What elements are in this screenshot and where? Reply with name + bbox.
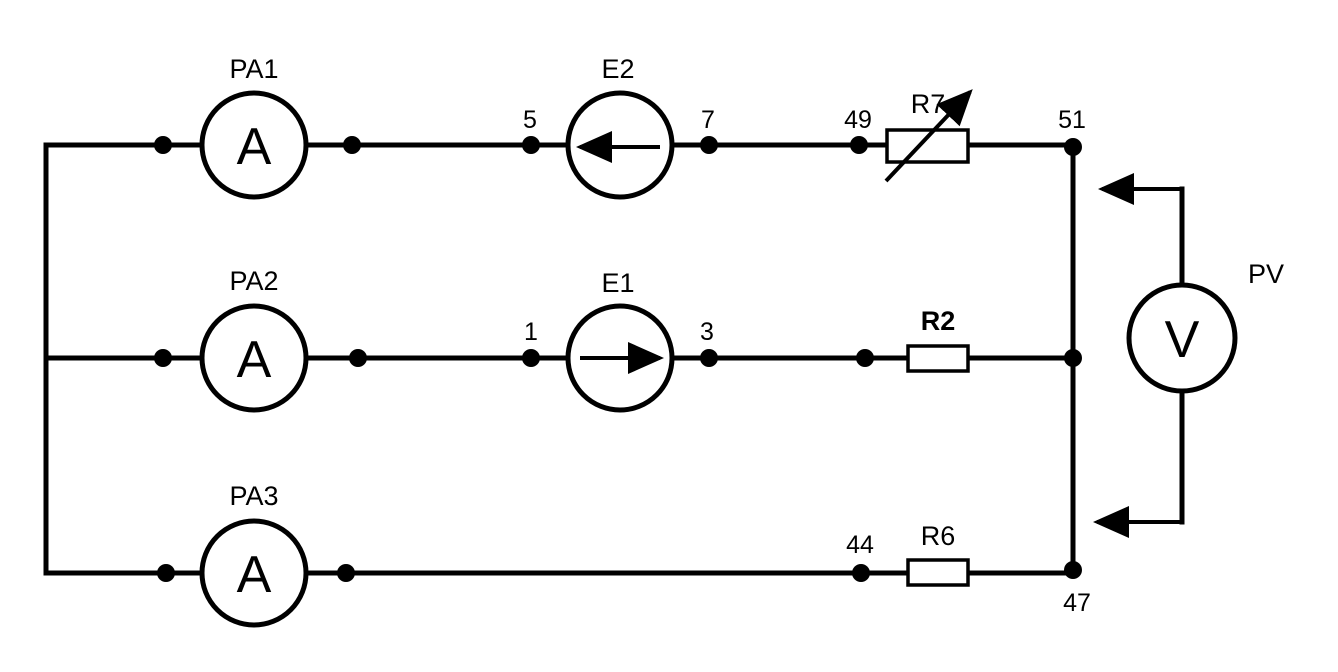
resistor-r2-body xyxy=(906,344,970,373)
ammeter-pa3-label: PA3 xyxy=(229,481,278,511)
ammeter-pa2: A PA2 xyxy=(199,266,309,413)
junction-dot xyxy=(349,349,367,367)
junction-dot xyxy=(852,564,870,582)
voltmeter-pv-label: PV xyxy=(1248,259,1284,289)
ammeter-pa1-symbol: A xyxy=(237,118,272,176)
node-label-3: 3 xyxy=(700,318,714,346)
ammeter-pa3-circle xyxy=(199,518,309,628)
resistor-r7: R7 xyxy=(884,89,973,183)
resistor-r7-variable-arrow-icon xyxy=(884,89,973,183)
resistor-r6-label: R6 xyxy=(921,521,956,551)
branch-bottom: A PA3 R6 44 47 xyxy=(43,481,1091,628)
ammeter-pa2-symbol: A xyxy=(237,331,272,389)
resistor-r6: R6 xyxy=(906,521,970,587)
node-label-5: 5 xyxy=(523,106,537,134)
ammeter-pa3: A PA3 xyxy=(199,481,309,628)
resistor-r2: R2 xyxy=(906,306,970,373)
branch-middle: A PA2 E1 R2 1 3 xyxy=(43,266,1082,413)
junction-dot xyxy=(700,136,718,154)
node-label-44: 44 xyxy=(846,531,874,559)
node-label-47: 47 xyxy=(1063,589,1091,617)
junction-dot xyxy=(522,349,540,367)
junction-dot xyxy=(154,349,172,367)
voltmeter-pv-circle xyxy=(1126,282,1238,394)
resistor-r7-body xyxy=(885,128,970,164)
node-label-7: 7 xyxy=(701,106,715,134)
source-e2-label: E2 xyxy=(601,54,634,84)
branch-top: A PA1 E2 R7 5 7 49 51 xyxy=(43,54,1086,200)
ammeter-pa1-circle xyxy=(199,90,309,200)
junction-dot xyxy=(700,349,718,367)
node-label-1: 1 xyxy=(524,318,538,346)
source-e2: E2 xyxy=(565,54,675,200)
junction-dot xyxy=(154,136,172,154)
junction-dot xyxy=(337,564,355,582)
node-label-51: 51 xyxy=(1058,106,1086,134)
junction-dot xyxy=(850,136,868,154)
node-label-49: 49 xyxy=(844,106,872,134)
junction-dot xyxy=(157,564,175,582)
voltmeter-pv-symbol: V xyxy=(1165,311,1200,369)
junction-dot xyxy=(1064,561,1082,579)
junction-dot xyxy=(856,349,874,367)
resistor-r6-body xyxy=(906,558,970,587)
ammeter-pa2-circle xyxy=(199,303,309,413)
ammeter-pa2-label: PA2 xyxy=(229,266,278,296)
junction-dot xyxy=(1064,138,1082,156)
junction-dot xyxy=(522,136,540,154)
source-e1-label: E1 xyxy=(601,268,634,298)
junction-dot xyxy=(1064,349,1082,367)
ammeter-pa1-label: PA1 xyxy=(229,54,278,84)
resistor-r2-label: R2 xyxy=(921,306,956,336)
ammeter-pa3-symbol: A xyxy=(237,546,272,604)
voltmeter-pv: V PV xyxy=(1093,173,1284,538)
source-e1: E1 xyxy=(565,268,675,413)
resistor-r7-label: R7 xyxy=(911,89,946,119)
junction-dot xyxy=(343,136,361,154)
ammeter-pa1: A PA1 xyxy=(199,54,309,200)
